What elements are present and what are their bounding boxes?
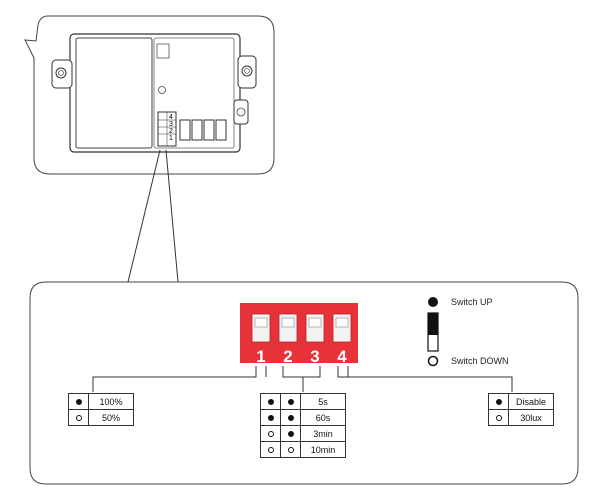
- switch-up-icon: [287, 399, 294, 406]
- switch-down-icon: [495, 415, 502, 422]
- setting-value: 10min: [300, 441, 346, 458]
- dip-number-2: 2: [283, 347, 292, 366]
- setting-value: Disable: [508, 393, 554, 410]
- table-row: 100%: [68, 393, 134, 410]
- state-cell: [280, 441, 301, 458]
- table-row: 10min: [260, 441, 346, 458]
- setting-value: 50%: [88, 409, 134, 426]
- dip-switch: 1 2 3 4: [240, 303, 358, 366]
- table-row: 3min: [260, 425, 346, 442]
- switch-down-icon: [287, 447, 294, 454]
- detail-callout-frame: [29, 281, 579, 485]
- state-cell: [260, 409, 281, 426]
- terminal-block: [215, 119, 227, 141]
- terminal-block: [179, 119, 191, 141]
- dip-number-1: 1: [256, 347, 265, 366]
- setting-value: 100%: [88, 393, 134, 410]
- state-cell: [260, 441, 281, 458]
- table-row: 60s: [260, 409, 346, 426]
- dip-slider-2: [281, 317, 295, 328]
- switch-toggle-icon: [427, 312, 439, 352]
- switch-up-label: Switch UP: [451, 297, 493, 307]
- dip-number-3: 3: [310, 347, 319, 366]
- state-cell: [68, 393, 89, 410]
- setting-value: 60s: [300, 409, 346, 426]
- switch-down-dot: [427, 355, 439, 367]
- setting-value: 30lux: [508, 409, 554, 426]
- module-dip-number: 1: [169, 135, 173, 142]
- module-dip-number: 2: [169, 128, 173, 135]
- switch-down-label: Switch DOWN: [451, 356, 509, 366]
- sensor-module: 4 3 2 1: [51, 33, 257, 153]
- leader-line: [165, 149, 179, 283]
- table-row: 30lux: [488, 409, 554, 426]
- switch-down-icon: [267, 447, 274, 454]
- switch-up-icon: [287, 415, 294, 422]
- sensitivity-table: 100%50%: [68, 393, 134, 426]
- switch-up-icon: [75, 399, 82, 406]
- switch-up-icon: [267, 415, 274, 422]
- terminal-block: [203, 119, 215, 141]
- switch-up-icon: [267, 399, 274, 406]
- switch-up-icon: [287, 431, 294, 438]
- state-cell: [260, 425, 281, 442]
- switch-down-icon: [75, 415, 82, 422]
- module-dip-number: 4: [169, 114, 173, 121]
- state-cell: [280, 393, 301, 410]
- leader-line: [127, 149, 161, 283]
- setting-value: 5s: [300, 393, 346, 410]
- terminal-block: [191, 119, 203, 141]
- table-row: 5s: [260, 393, 346, 410]
- connector-lines: [92, 366, 513, 392]
- state-cell: [280, 409, 301, 426]
- state-cell: [488, 393, 509, 410]
- switch-up-dot: [428, 297, 438, 307]
- table-row: Disable: [488, 393, 554, 410]
- state-cell: [280, 425, 301, 442]
- table-row: 50%: [68, 409, 134, 426]
- setting-value: 3min: [300, 425, 346, 442]
- dip-slider-3: [308, 317, 322, 328]
- state-cell: [488, 409, 509, 426]
- dip-slider-1: [254, 317, 268, 328]
- state-cell: [260, 393, 281, 410]
- switch-up-icon: [495, 399, 502, 406]
- switch-down-icon: [267, 431, 274, 438]
- module-dip-number: 3: [169, 121, 173, 128]
- state-cell: [68, 409, 89, 426]
- dip-number-4: 4: [337, 347, 347, 366]
- dip-slider-4: [335, 317, 349, 328]
